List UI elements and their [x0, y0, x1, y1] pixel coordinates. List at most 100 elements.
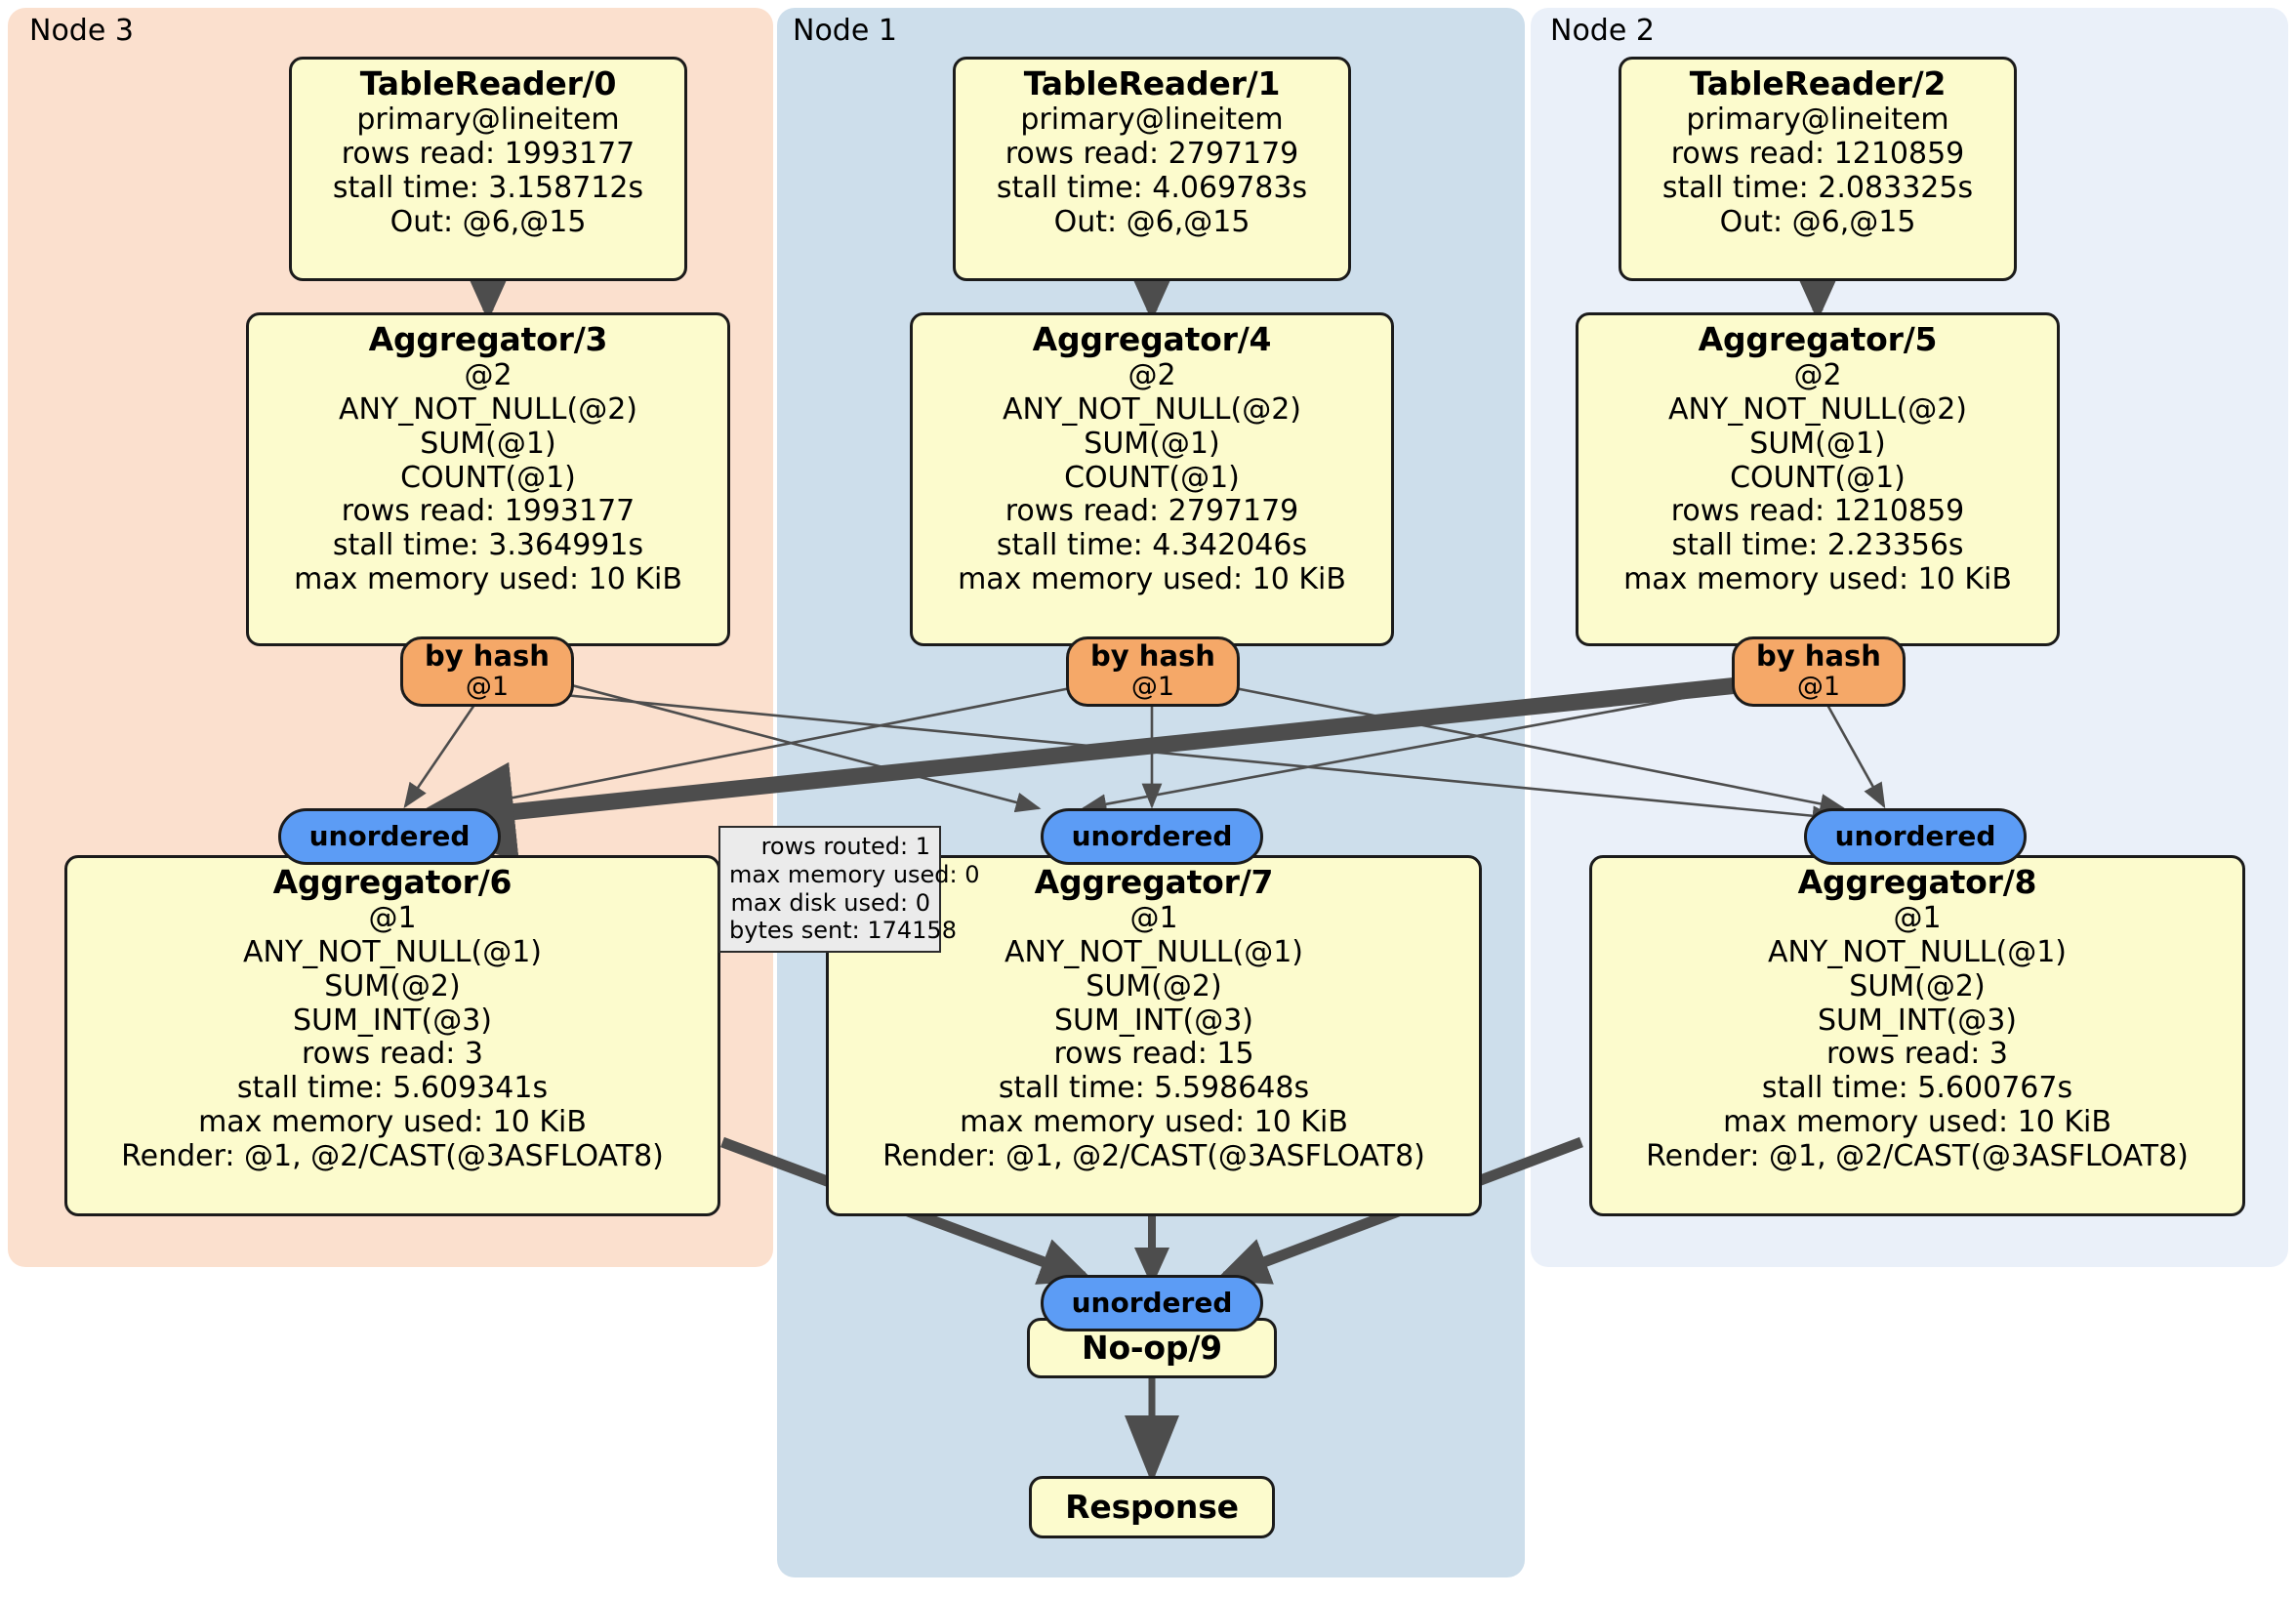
node-aggregator-8[interactable]: Aggregator/8 @1 ANY_NOT_NULL(@1) SUM(@2)… [1589, 855, 2245, 1216]
node-line: max memory used: 10 KiB [960, 1105, 1348, 1140]
node-line: ANY_NOT_NULL(@2) [339, 392, 637, 428]
node-line: rows read: 2797179 [1004, 137, 1299, 172]
node-line: primary@lineitem [1686, 102, 1949, 138]
node-title: TableReader/1 [1023, 64, 1281, 102]
node-aggregator-4[interactable]: Aggregator/4 @2 ANY_NOT_NULL(@2) SUM(@1)… [910, 312, 1394, 646]
node-title: Aggregator/6 [272, 863, 512, 901]
node-line: max memory used: 10 KiB [958, 562, 1346, 597]
node-line: Render: @1, @2/CAST(@3ASFLOAT8) [1646, 1138, 2189, 1173]
node-title: Response [1065, 1487, 1239, 1526]
receiver-unordered-aggregator-7[interactable]: unordered [1041, 808, 1263, 865]
node-line: stall time: 2.23356s [1671, 528, 1964, 563]
node-line: @1 [368, 901, 417, 936]
node-line: SUM_INT(@3) [1818, 1003, 2017, 1038]
node-response[interactable]: Response [1029, 1476, 1275, 1538]
node-aggregator-5[interactable]: Aggregator/5 @2 ANY_NOT_NULL(@2) SUM(@1)… [1576, 312, 2060, 646]
receiver-label: unordered [308, 819, 471, 852]
receiver-unordered-aggregator-6[interactable]: unordered [278, 808, 501, 865]
router-kind: by hash [1090, 639, 1215, 674]
receiver-label: unordered [1834, 819, 1996, 852]
node-line: max memory used: 10 KiB [198, 1105, 587, 1140]
stats-line: max disk used: 0 [730, 888, 930, 917]
node-line: rows read: 1993177 [341, 494, 636, 529]
node-title: Aggregator/4 [1032, 320, 1272, 358]
node-line: rows read: 3 [301, 1037, 484, 1072]
node-line: stall time: 4.342046s [996, 528, 1308, 563]
receiver-unordered-noop-9[interactable]: unordered [1041, 1275, 1263, 1331]
node-line: ANY_NOT_NULL(@2) [1668, 392, 1967, 428]
stats-line: max memory used: 0 [729, 860, 980, 888]
stream-stats-tooltip: rows routed: 1 max memory used: 0 max di… [718, 826, 980, 954]
node-line: Render: @1, @2/CAST(@3ASFLOAT8) [121, 1138, 664, 1173]
node-line: ANY_NOT_NULL(@1) [1004, 935, 1303, 970]
node-line: stall time: 4.069783s [996, 170, 1308, 205]
node-table-reader-0[interactable]: TableReader/0 primary@lineitem rows read… [289, 57, 687, 281]
node-line: Out: @6,@15 [390, 204, 587, 239]
node-line: @2 [1793, 358, 1842, 393]
node-line: rows read: 15 [1053, 1037, 1254, 1072]
node-table-reader-2[interactable]: TableReader/2 primary@lineitem rows read… [1619, 57, 2017, 281]
node-line: stall time: 3.364991s [332, 528, 644, 563]
node-line: @2 [1128, 358, 1176, 393]
node-line: rows read: 1210859 [1670, 494, 1965, 529]
node-line: primary@lineitem [356, 102, 620, 138]
node-line: Out: @6,@15 [1053, 204, 1250, 239]
node-title: No-op/9 [1082, 1328, 1222, 1367]
router-column: @1 [1130, 672, 1175, 703]
node-line: SUM(@2) [1849, 968, 1986, 1003]
node-line: @2 [464, 358, 512, 393]
node-line: stall time: 3.158712s [332, 170, 644, 205]
node-title: Aggregator/3 [368, 320, 608, 358]
node-line: rows read: 1993177 [341, 137, 636, 172]
node-line: stall time: 5.598648s [998, 1071, 1310, 1106]
cluster-node2-label: Node 2 [1550, 14, 1655, 48]
router-by-hash-aggregator-5[interactable]: by hash @1 [1732, 636, 1906, 707]
node-line: @1 [1129, 901, 1178, 936]
node-line: stall time: 5.600767s [1761, 1071, 2073, 1106]
node-line: SUM(@1) [1084, 426, 1220, 461]
node-line: stall time: 5.609341s [236, 1071, 549, 1106]
node-line: primary@lineitem [1020, 102, 1284, 138]
node-line: max memory used: 10 KiB [1623, 562, 2012, 597]
cluster-node3-label: Node 3 [29, 14, 134, 48]
node-aggregator-3[interactable]: Aggregator/3 @2 ANY_NOT_NULL(@2) SUM(@1)… [246, 312, 730, 646]
node-title: TableReader/0 [359, 64, 617, 102]
node-line: Render: @1, @2/CAST(@3ASFLOAT8) [882, 1138, 1425, 1173]
node-line: COUNT(@1) [1064, 460, 1240, 495]
node-line: SUM(@1) [420, 426, 556, 461]
node-line: rows read: 2797179 [1004, 494, 1299, 529]
router-by-hash-aggregator-3[interactable]: by hash @1 [400, 636, 574, 707]
router-column: @1 [1796, 672, 1841, 703]
stats-line: bytes sent: 174158 [729, 917, 957, 945]
node-line: rows read: 1210859 [1670, 137, 1965, 172]
node-line: SUM_INT(@3) [1054, 1003, 1253, 1038]
cluster-node1-label: Node 1 [793, 14, 897, 48]
node-title: Aggregator/5 [1698, 320, 1938, 358]
node-line: COUNT(@1) [400, 460, 576, 495]
router-kind: by hash [1756, 639, 1881, 674]
node-line: @1 [1893, 901, 1942, 936]
node-line: ANY_NOT_NULL(@2) [1003, 392, 1301, 428]
receiver-label: unordered [1071, 1286, 1233, 1319]
receiver-label: unordered [1071, 819, 1233, 852]
node-line: ANY_NOT_NULL(@1) [1768, 935, 2067, 970]
node-line: Out: @6,@15 [1719, 204, 1916, 239]
node-aggregator-6[interactable]: Aggregator/6 @1 ANY_NOT_NULL(@1) SUM(@2)… [64, 855, 720, 1216]
node-line: COUNT(@1) [1730, 460, 1906, 495]
receiver-unordered-aggregator-8[interactable]: unordered [1804, 808, 2027, 865]
node-title: Aggregator/8 [1797, 863, 2037, 901]
node-title: Aggregator/7 [1034, 863, 1274, 901]
router-by-hash-aggregator-4[interactable]: by hash @1 [1066, 636, 1240, 707]
node-line: SUM(@2) [1086, 968, 1222, 1003]
node-line: rows read: 3 [1825, 1037, 2009, 1072]
node-title: TableReader/2 [1689, 64, 1947, 102]
router-column: @1 [465, 672, 510, 703]
node-line: SUM(@1) [1749, 426, 1886, 461]
node-line: max memory used: 10 KiB [294, 562, 682, 597]
node-line: SUM_INT(@3) [293, 1003, 492, 1038]
node-line: SUM(@2) [324, 968, 461, 1003]
node-line: ANY_NOT_NULL(@1) [243, 935, 542, 970]
node-table-reader-1[interactable]: TableReader/1 primary@lineitem rows read… [953, 57, 1351, 281]
router-kind: by hash [425, 639, 550, 674]
